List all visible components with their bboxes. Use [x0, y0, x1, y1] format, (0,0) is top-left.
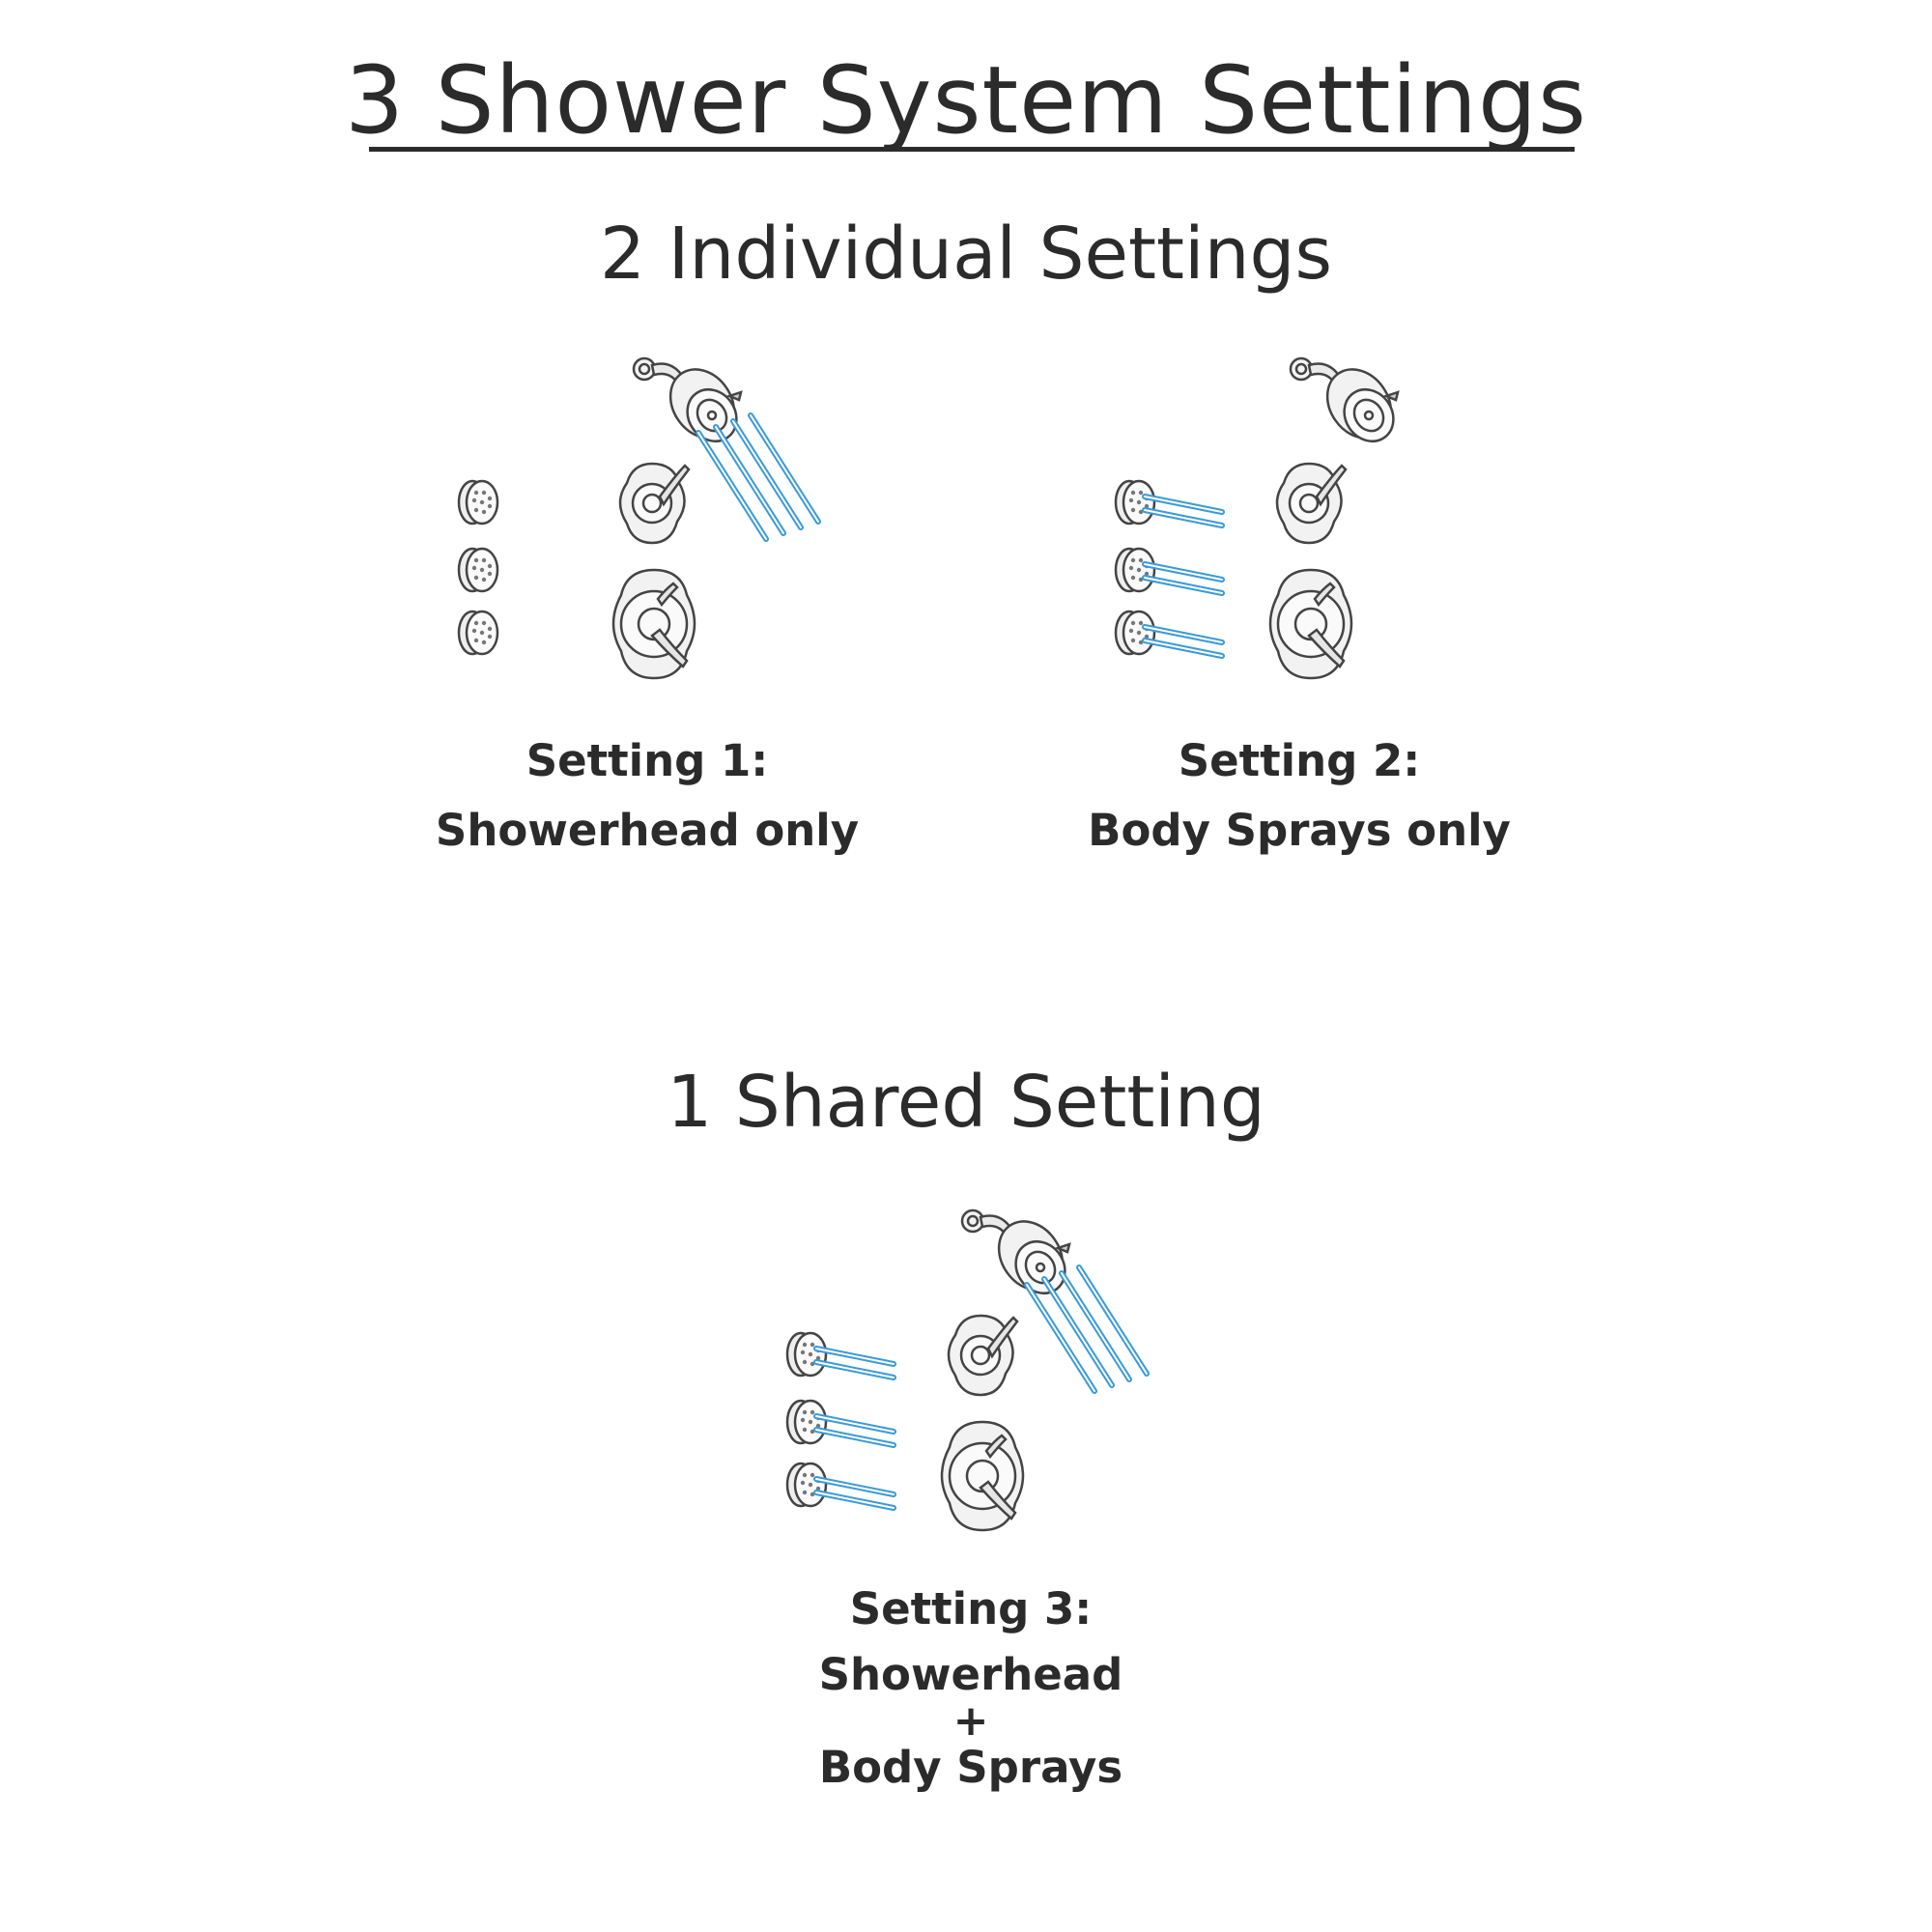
- main-title: 3 Shower System Settings: [345, 46, 1587, 155]
- setting-3-plus: +: [952, 1696, 989, 1746]
- body-spray-icon: [785, 1331, 894, 1378]
- setting-2-description: Body Sprays only: [1088, 805, 1511, 856]
- setting-2-illustration: [1114, 355, 1406, 680]
- setting-3-line2: Body Sprays: [818, 1742, 1123, 1793]
- diverter-valve-icon: [947, 1314, 1019, 1397]
- mixing-valve-icon: [1268, 568, 1353, 680]
- diverter-valve-icon: [1275, 462, 1348, 545]
- title-underline: [369, 147, 1575, 152]
- setting-2-caption: Setting 2: Body Sprays only: [1009, 726, 1589, 866]
- setting-1-caption: Setting 1: Showerhead only: [357, 726, 937, 866]
- showerhead-icon: [960, 1208, 1077, 1304]
- setting-1-illustration: [457, 355, 845, 680]
- body-spray-icon: [785, 1462, 894, 1508]
- mixing-valve-icon: [611, 568, 696, 680]
- setting-3-label: Setting 3:: [849, 1583, 1093, 1634]
- setting-3-illustration: [785, 1208, 1174, 1532]
- mixing-valve-icon: [940, 1420, 1025, 1532]
- body-spray-icon: [457, 547, 499, 593]
- setting-3-caption: Setting 3: Showerhead + Body Sprays: [681, 1577, 1261, 1801]
- body-spray-icon: [457, 479, 499, 526]
- setting-1-description: Showerhead only: [435, 805, 860, 856]
- body-spray-icon: [785, 1399, 894, 1445]
- individual-settings-heading: 2 Individual Settings: [599, 213, 1333, 296]
- showerhead-icon: [1289, 355, 1406, 452]
- diverter-valve-icon: [618, 462, 691, 545]
- showerhead-icon: [632, 355, 749, 452]
- shared-setting-heading: 1 Shared Setting: [667, 1061, 1265, 1144]
- body-spray-icon: [1114, 479, 1222, 526]
- body-spray-icon: [457, 610, 499, 656]
- body-spray-icon: [1114, 547, 1222, 593]
- setting-2-label: Setting 2:: [1178, 735, 1421, 786]
- setting-3-line1: Showerhead: [818, 1649, 1123, 1700]
- setting-1-label: Setting 1:: [526, 735, 769, 786]
- body-spray-icon: [1114, 610, 1222, 656]
